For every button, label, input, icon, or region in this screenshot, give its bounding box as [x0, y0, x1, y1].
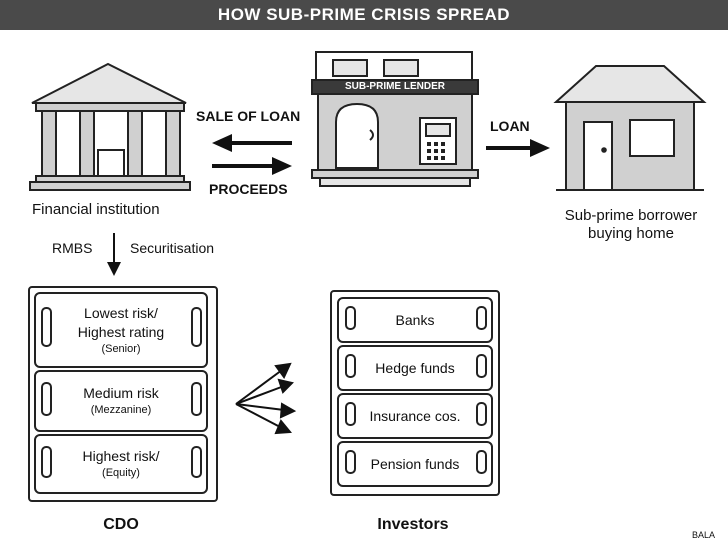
lender-building-icon: [311, 51, 479, 187]
financial-institution-label: Financial institution: [32, 201, 160, 218]
securitisation-arrow: [107, 233, 121, 276]
investor-pension-funds-label: Pension funds: [370, 456, 460, 472]
tranche-mezzanine-left-tab: [41, 382, 52, 416]
investor-banks-right-tab: [476, 306, 487, 330]
securitisation-label: Securitisation: [130, 240, 215, 256]
investor-banks-left-tab: [345, 306, 356, 330]
tranche-equity-left-tab: [41, 446, 52, 478]
investor-insurance-label: Insurance cos.: [369, 408, 461, 424]
tranche-senior-sub: (Senior): [101, 342, 141, 355]
borrower-label-line1: Sub-prime borrower: [564, 207, 698, 224]
investor-banks: Banks: [337, 297, 493, 343]
borrower-label: Sub-prime borrower buying home: [542, 207, 720, 243]
artist-credit: BALA: [692, 530, 716, 540]
investor-insurance: Insurance cos.: [337, 393, 493, 439]
tranche-mezzanine-sub: (Mezzanine): [90, 404, 152, 416]
tranche-senior-right-tab: [191, 307, 202, 347]
borrower-label-line2: buying home: [588, 225, 674, 242]
investor-hedge-funds-left-tab: [345, 354, 356, 378]
loan-arrow: [486, 139, 550, 157]
investor-hedge-funds-label: Hedge funds: [375, 360, 455, 376]
tranche-equity-line1: Highest risk/: [82, 448, 160, 464]
lender-sign-text: SUB-PRIME LENDER: [344, 81, 445, 92]
cdo-tranche-equity: Highest risk/ (Equity): [34, 434, 208, 494]
tranche-senior-left-tab: [41, 307, 52, 347]
house-icon: [553, 65, 707, 191]
cdo-label: CDO: [103, 516, 139, 533]
sale-of-loan-arrow: [212, 134, 292, 152]
tranche-mezzanine-line1: Medium risk: [83, 385, 159, 401]
rmbs-label: RMBS: [52, 240, 93, 256]
investor-pension-funds: Pension funds: [337, 441, 493, 487]
tranche-senior-line2: Highest rating: [77, 323, 165, 340]
investor-pension-funds-right-tab: [476, 450, 487, 474]
diagram-title: HOW SUB-PRIME CRISIS SPREAD: [217, 5, 511, 24]
bank-building-icon: [29, 62, 191, 191]
cdo-tranche-mezzanine: Medium risk (Mezzanine): [34, 370, 208, 432]
sale-of-loan-label: SALE OF LOAN: [196, 108, 301, 124]
investor-insurance-right-tab: [476, 402, 487, 426]
title-banner: HOW SUB-PRIME CRISIS SPREAD: [0, 0, 728, 30]
tranche-equity-right-tab: [191, 446, 202, 478]
proceeds-label: PROCEEDS: [209, 181, 288, 197]
tranche-equity-sub: (Equity): [102, 467, 140, 479]
investment-flow-arrows: [235, 362, 297, 435]
investors-label: Investors: [377, 516, 449, 533]
investor-banks-label: Banks: [395, 312, 435, 328]
proceeds-arrow: [212, 157, 292, 175]
tranche-senior-line1: Lowest risk/: [84, 304, 158, 321]
investor-hedge-funds-right-tab: [476, 354, 487, 378]
cdo-tranche-senior: Lowest risk/ Highest rating (Senior): [34, 292, 208, 368]
loan-label: LOAN: [490, 118, 530, 134]
investor-hedge-funds: Hedge funds: [337, 345, 493, 391]
tranche-mezzanine-right-tab: [191, 382, 202, 416]
investor-insurance-left-tab: [345, 402, 356, 426]
investor-pension-funds-left-tab: [345, 450, 356, 474]
